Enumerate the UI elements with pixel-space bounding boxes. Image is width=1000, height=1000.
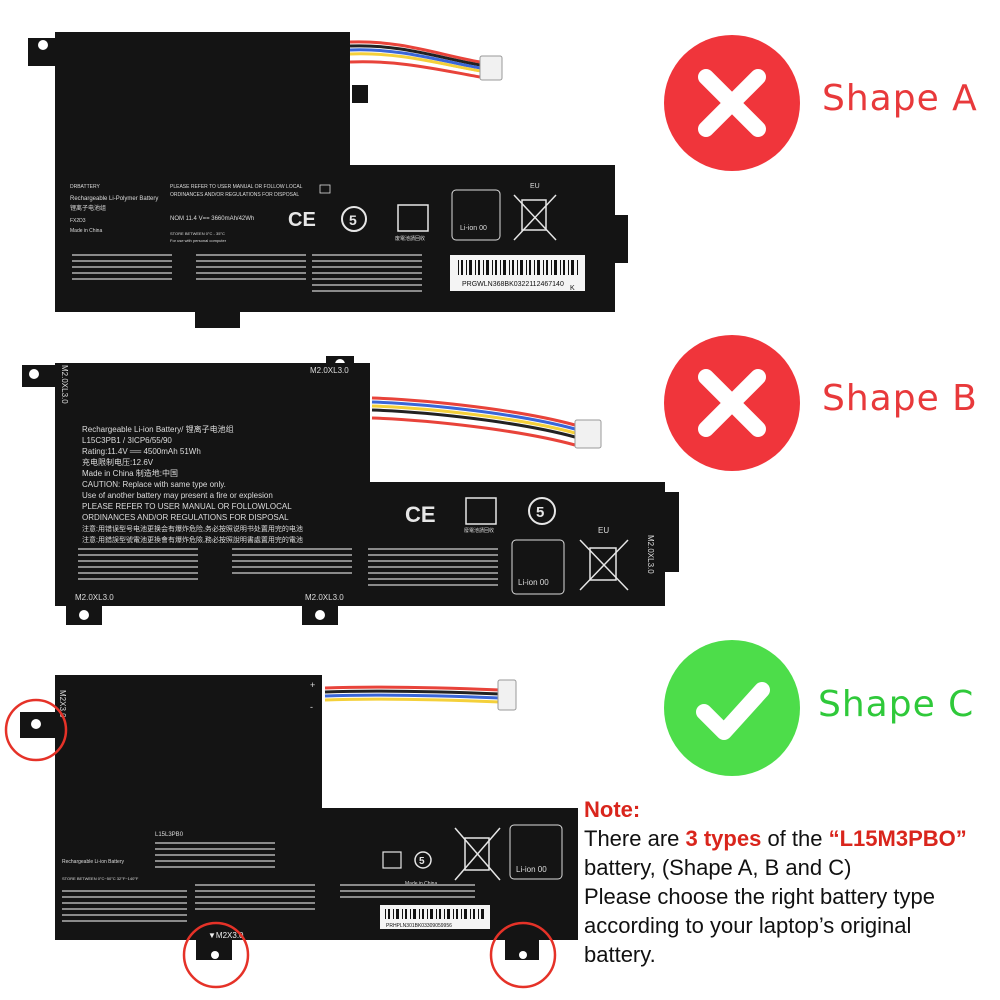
charge-limit-text: 充电限制电压:12.6V [82, 457, 154, 467]
screw-label-bottom-mid: M2.0XL3.0 [305, 593, 344, 602]
note-line-3: Please choose the right battery type [584, 884, 935, 909]
status-circle-shape-b [664, 335, 800, 471]
made-in-text: Made in China [70, 228, 102, 234]
plus-mark: + [310, 680, 315, 690]
recycle-5-icon [414, 851, 432, 869]
li-ion-label: Li-ion 00 [460, 225, 487, 232]
note-model-name: “L15M3PBO” [828, 826, 967, 851]
note-line-5: battery. [584, 942, 656, 967]
cross-icon [698, 69, 766, 137]
recycle-symbol-icon [397, 204, 429, 232]
recycle-5-icon [528, 497, 556, 525]
battery-title: Rechargeable Li-Polymer Battery [70, 196, 158, 202]
battery-model: FX2D3 [70, 218, 86, 224]
li-ion-box [509, 824, 563, 880]
highlight-circle-right-tab [489, 921, 557, 989]
li-ion-label: Li-ion 00 [518, 578, 549, 587]
battery-title: Rechargeable Li-ion Battery/ 锂离子电池组 [82, 424, 234, 434]
li-ion-box [511, 539, 565, 595]
status-circle-shape-c [664, 640, 800, 776]
battery-shape-a: DRBATTERY Rechargeable Li-Polymer Batter… [28, 32, 628, 328]
barcode-text: PRGWLN368BK0322112467140 [462, 281, 564, 288]
refer-line-2: ORDINANCES AND/OR REGULATIONS FOR DISPOS… [82, 513, 289, 522]
refer-line-1: PLEASE REFER TO USER MANUAL OR FOLLOWLOC… [82, 502, 292, 511]
ce-mark: CE [288, 209, 316, 231]
warning-text-block [78, 548, 498, 586]
bin-crossed-icon [454, 827, 501, 881]
highlight-circle-bottom-tab [182, 921, 250, 989]
check-icon [696, 682, 770, 740]
recycle-5-number: 5 [419, 856, 425, 867]
shape-c-label: Shape C [818, 684, 975, 725]
bin-crossed-icon [579, 539, 629, 591]
barcode-text: PRHPLN301BK03309059956 [386, 923, 452, 929]
status-circle-shape-a [664, 35, 800, 171]
screw-label-left: M2X3.0 [58, 690, 67, 718]
recycle-symbol-icon [382, 851, 402, 869]
recycle-cn-text: 廢電池請回收 [464, 527, 494, 534]
li-ion-label: Li-ion 00 [516, 865, 547, 874]
note-title: Note: [584, 797, 641, 822]
recycle-5-number: 5 [349, 212, 357, 228]
battery-shape-c: + - M2X3.0 ▼M2X3.0 L15L3PB0 Rechargeable… [4, 675, 578, 989]
cn-warning-2: 注意:用錯誤型號電池更換會有爆炸危險,務必按照說明書處置用完的電池 [82, 535, 303, 544]
eu-label: EU [530, 183, 540, 190]
refer-line-1: PLEASE REFER TO USER MANUAL OR FOLLOW LO… [170, 184, 303, 190]
rating-text: Rating:11.4V ══ 4500mAh 51Wh [82, 447, 201, 456]
note-line-1-mid: of the [761, 826, 829, 851]
screw-label-bottom-left: M2.0XL3.0 [75, 593, 114, 602]
battery-model: L15C3PB1 / 3ICP6/55/90 [82, 436, 172, 445]
made-in-text: Made in China 制造地:中国 [82, 468, 178, 478]
cn-warning-1: 注意:用错误型号电池更换会有爆炸危险,务必按照说明书处置用完的电池 [82, 524, 303, 533]
note-line-4: according to your laptop’s original [584, 913, 912, 938]
caution-line-1: CAUTION: Replace with same type only. [82, 480, 226, 489]
screw-label-top: M2.0XL3.0 [310, 366, 349, 375]
warning-text-block [62, 842, 475, 922]
bin-crossed-icon [513, 194, 557, 241]
use-with-text: For use with personal computer [170, 238, 227, 243]
warning-text-block [72, 254, 422, 292]
cross-icon [698, 369, 766, 437]
store-text: STORE BETWEEN 0°C - 35°C [170, 231, 225, 236]
li-ion-box [451, 189, 501, 241]
brand-text: DRBATTERY [70, 184, 100, 190]
store-text: STORE BETWEEN 0°C~50°C 32°F~140°F [62, 876, 139, 881]
wire-bundle [349, 40, 503, 81]
shape-b-label: Shape B [822, 378, 978, 419]
note-line-2: battery, (Shape A, B and C) [584, 855, 852, 880]
screw-label-right: M2.0XL3.0 [646, 535, 655, 574]
recycle-5-number: 5 [536, 504, 544, 521]
battery-model: L15L3PB0 [155, 832, 184, 838]
note-line-1: There are 3 types of the “L15M3PBO” [584, 824, 984, 853]
recycle-5-icon [341, 206, 367, 232]
note-block: Note: There are 3 types of the “L15M3PBO… [584, 795, 984, 969]
caution-line-2: Use of another battery may present a fir… [82, 491, 273, 500]
recycle-symbol-icon [465, 497, 497, 525]
refer-line-2: ORDINANCES AND/OR REGULATIONS FOR DISPOS… [170, 192, 299, 198]
screw-label-top-left: M2.0XL3.0 [60, 365, 69, 404]
highlight-circle-left-tab [4, 698, 68, 762]
eu-label: EU [598, 526, 609, 535]
note-type-count: 3 types [685, 826, 762, 851]
screw-label-bottom: ▼M2X3.0 [208, 931, 244, 940]
wire-bundle [324, 679, 517, 711]
barcode-suffix: K [570, 285, 575, 292]
battery-title: Rechargeable Li-ion Battery [62, 859, 124, 865]
rating-text: NOM 11.4 V== 3660mAh/42Wh [170, 216, 254, 222]
ce-mark: CE [405, 502, 436, 527]
battery-title-cn: 锂离子电池组 [70, 204, 106, 212]
recycle-cn-text: 废電池請回收 [395, 235, 425, 242]
note-line-1-pre: There are [584, 826, 686, 851]
battery-shape-b: M2.0XL3.0 M2.0XL3.0 M2.0XL3.0 M2.0XL3.0 … [22, 356, 679, 625]
shape-a-label: Shape A [822, 78, 978, 119]
minus-mark: - [310, 702, 313, 712]
wire-bundle [371, 396, 602, 449]
